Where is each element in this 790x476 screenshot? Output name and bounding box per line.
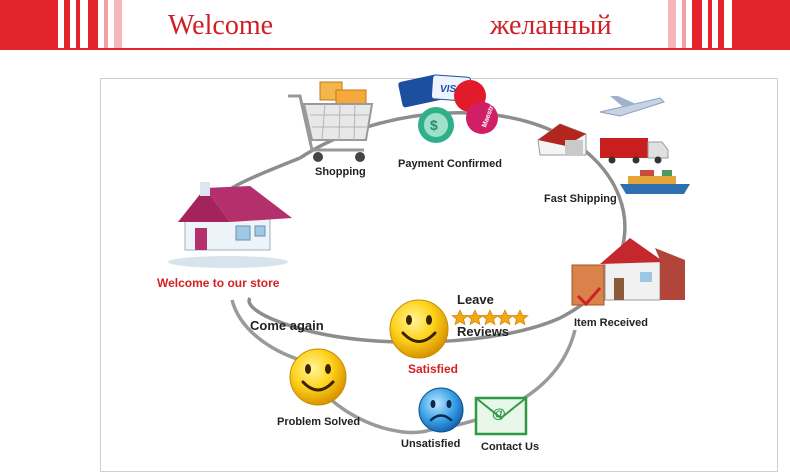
banner-stripe bbox=[88, 0, 98, 50]
delivered-house-icon bbox=[571, 238, 685, 307]
welcome-store-label: Welcome to our store bbox=[157, 276, 280, 290]
smiley-icon bbox=[289, 348, 347, 406]
visa-label: VISA bbox=[440, 84, 463, 95]
reviews-label: Reviews bbox=[457, 324, 510, 339]
welcome-title-en: Welcome bbox=[168, 10, 274, 41]
banner-stripe bbox=[732, 0, 790, 50]
lower-loop-path bbox=[298, 329, 577, 435]
leave-label: Leave bbox=[457, 292, 494, 307]
header-banner: Welcome желанный bbox=[0, 0, 790, 50]
banner-stripe bbox=[64, 0, 70, 50]
fast-shipping-label: Fast Shipping bbox=[544, 193, 617, 205]
satisfied-label: Satisfied bbox=[408, 362, 459, 376]
sad-face-icon bbox=[418, 387, 464, 433]
banner-stripe bbox=[76, 0, 80, 50]
warehouse-icon bbox=[537, 123, 587, 156]
cart-icon bbox=[288, 81, 374, 162]
banner-underline bbox=[0, 48, 790, 50]
svg-text:@: @ bbox=[492, 405, 506, 421]
unsatisfied-label: Unsatisfied bbox=[401, 438, 461, 450]
banner-stripe bbox=[104, 0, 108, 50]
svg-text:$: $ bbox=[430, 117, 438, 133]
email-icon: @ bbox=[474, 396, 528, 436]
welcome-title-ru: желанный bbox=[490, 10, 612, 41]
banner-stripe bbox=[114, 0, 122, 50]
payment-label: Payment Confirmed bbox=[398, 158, 502, 170]
banner-stripe bbox=[708, 0, 712, 50]
ship-icon bbox=[620, 170, 690, 194]
banner-stripe bbox=[718, 0, 724, 50]
loop-segment bbox=[231, 156, 301, 190]
lower-loop-left bbox=[230, 299, 301, 362]
banner-stripe bbox=[668, 0, 676, 50]
payment-cards-icon: VISA Maestro $ bbox=[398, 74, 498, 143]
banner-stripe bbox=[0, 0, 58, 50]
smiley-icon bbox=[389, 299, 449, 359]
banner-stripe bbox=[682, 0, 686, 50]
banner-stripe bbox=[692, 0, 702, 50]
stars-icon bbox=[451, 309, 529, 326]
item-received-label: Item Received bbox=[574, 317, 648, 329]
airplane-icon bbox=[599, 96, 665, 117]
contact-us-label: Contact Us bbox=[481, 441, 540, 453]
shopping-label: Shopping bbox=[315, 166, 366, 178]
house-icon bbox=[168, 182, 292, 268]
truck-icon bbox=[600, 138, 669, 164]
come-again-label: Come again bbox=[250, 318, 324, 333]
problem-solved-label: Problem Solved bbox=[277, 416, 361, 428]
